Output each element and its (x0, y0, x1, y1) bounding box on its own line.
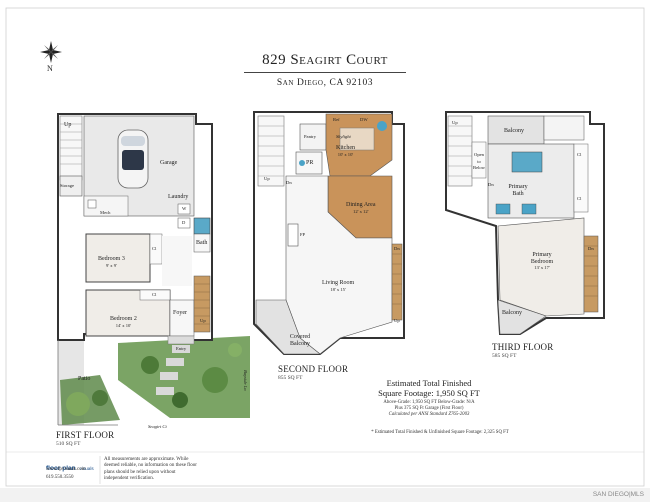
room-label-storage: Storage (60, 183, 75, 188)
primary-bedroom-dimensions: 13' x 17' (534, 265, 550, 270)
room-label-closet-2: Cl (152, 292, 157, 297)
room-label-up: Up (452, 120, 458, 125)
room-label-kitchen: Kitchen 10' x 10' (336, 145, 355, 158)
estimate-note: * Estimated Total Finished & Unfinished … (371, 430, 509, 435)
room-label-ref: Ref (333, 117, 340, 122)
primary-bedroom (497, 217, 585, 317)
brand-logo: floor plan visuals (46, 457, 94, 475)
room-label-primary-bath: Primary Bath (508, 184, 528, 197)
room-label-closet-1: Cl (577, 152, 582, 157)
room-label-primary-bedroom: Primary Bedroom 13' x 17' (522, 252, 562, 272)
estimate-above-below: Above-Grade: 1,950 SQ FT Below-Grade: N/… (383, 400, 475, 405)
compass-rose-icon (40, 41, 62, 63)
room-label-dn-2: Dn (588, 246, 594, 251)
room-label-up: Up (264, 176, 270, 181)
page-frame (5, 7, 645, 487)
stairs (193, 275, 211, 333)
third-floor-plan (445, 111, 605, 335)
brand-phone: 619.550.3550 (46, 475, 74, 480)
room-label-w: W (182, 206, 187, 211)
bedroom-3-dimensions: 9' x 9' (106, 262, 117, 268)
second-floor-sqft: 855 SQ FT (278, 375, 303, 381)
street-label-seagirt: Seagirt Ct (148, 424, 167, 429)
second-floor-plan (253, 111, 405, 355)
first-floor-title: FIRST FLOOR (56, 430, 115, 440)
living-name: Living Room (322, 280, 355, 286)
sink-icon (377, 121, 387, 131)
estimate-plus-garage: Plus 375 SQ Ft Garage (First Floor) (394, 406, 464, 411)
room-label-entry: Entry (176, 346, 187, 351)
bedroom-3-name: Bedroom 3 (98, 256, 125, 262)
shower-icon (193, 217, 211, 235)
first-floor-sqft: 510 SQ FT (56, 441, 81, 447)
estimate-calc-standard: Calculated per ANSI Standard Z765-2003 (388, 412, 470, 417)
bedroom-2-name: Bedroom 2 (110, 316, 137, 322)
room-label-bedroom-2: Bedroom 2 14' x 10' (110, 316, 137, 329)
third-floor-sqft: 585 SQ FT (492, 353, 517, 359)
page-title: 829 Seagirt Court (262, 52, 388, 68)
primary-bedroom-name: Primary Bedroom (530, 252, 554, 265)
mls-watermark: SAN DIEGO|MLS (592, 491, 644, 498)
disclaimer: All measurements are approximate. While … (104, 457, 197, 482)
title-divider (244, 72, 406, 73)
footer-bar (0, 488, 650, 502)
room-label-bedroom-3: Bedroom 3 9' x 9' (98, 256, 125, 269)
room-label-mech: Mech (100, 210, 111, 215)
room-label-up-2: Up (200, 318, 206, 323)
room-label-laundry: Laundry (168, 194, 189, 200)
brand-url[interactable]: www.fpvisuals.com (46, 467, 86, 472)
room-label-pr: PR (306, 160, 314, 166)
dining-name: Dining Area (346, 202, 376, 208)
estimate-block: Estimated Total Finished Square Footage:… (344, 378, 514, 398)
room-label-foyer: Foyer (173, 310, 187, 316)
room-label-dining: Dining Area 12' x 12' (346, 202, 376, 215)
room-label-balcony: Balcony (502, 310, 522, 316)
room-label-dn: Dn (286, 180, 292, 185)
brand-name: floor plan (46, 465, 76, 472)
street-label-bayside: Bayside Ln (243, 370, 248, 391)
room-label-fp: FP (300, 232, 306, 237)
compass-north-label: N (47, 64, 53, 73)
room-label-skylight: Skylight (336, 134, 351, 139)
kitchen-dimensions: 10' x 10' (337, 151, 354, 157)
room-label-closet-1: Cl (152, 246, 157, 251)
first-floor-plan (57, 113, 250, 426)
page-subtitle: San Diego, CA 92103 (276, 78, 374, 88)
bathtub-icon (511, 151, 543, 173)
bedroom-2-dimensions: 14' x 10' (115, 322, 132, 328)
room-label-dw: DW (360, 117, 368, 122)
room-label-up-2: Up (394, 318, 400, 323)
room-label-garage: Garage (160, 160, 178, 166)
estimate-line-1: Estimated Total Finished (386, 378, 472, 388)
room-label-bath: Bath (196, 240, 208, 246)
living-dimensions: 18' x 15' (330, 286, 346, 292)
kitchen-name: Kitchen (336, 145, 355, 151)
car-icon (117, 129, 149, 189)
room-label-d: D (182, 220, 186, 225)
room-label-closet-2: Cl (577, 196, 582, 201)
dining-dimensions: 12' x 12' (353, 208, 369, 214)
room-label-patio: Patio (78, 376, 91, 382)
room-label-up: Up (64, 122, 72, 128)
third-floor-title: THIRD FLOOR (492, 342, 554, 352)
room-label-balcony-top: Balcony (504, 128, 524, 134)
room-label-covered-balcony: Covered Balcony (289, 334, 311, 347)
second-floor-title: SECOND FLOOR (278, 364, 349, 374)
room-label-living: Living Room 18' x 15' (322, 280, 354, 293)
room-label-open-below: Open to Below (473, 152, 485, 170)
room-label-dn-2: Dn (394, 246, 400, 251)
room-label-pantry: Pantry (304, 134, 316, 139)
brand-suffix: visuals (79, 466, 94, 471)
estimate-line-2: Square Footage: 1,950 SQ FT (378, 388, 480, 398)
room-label-dn: Dn (488, 182, 494, 187)
estimate-details: Above-Grade: 1,950 SQ FT Below-Grade: N/… (344, 400, 514, 418)
